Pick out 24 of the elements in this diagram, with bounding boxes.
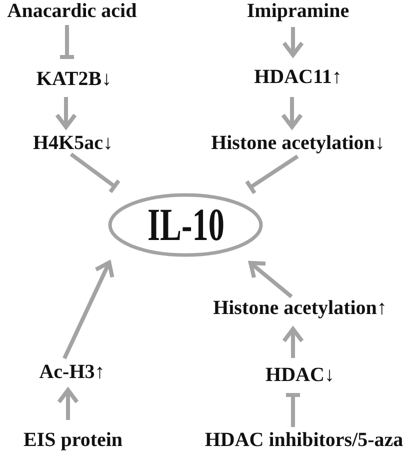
arrow — [57, 388, 79, 420]
node-label: Histone acetylation↑ — [213, 298, 387, 318]
inhibition-line — [284, 393, 302, 427]
node-label: Ac-H3↑ — [39, 362, 105, 382]
inhibition-line — [244, 154, 299, 196]
arrow — [282, 27, 304, 57]
inhibition-line — [70, 152, 121, 194]
node-label: IL-10 — [147, 205, 224, 245]
arrow — [55, 97, 77, 129]
node-label: KAT2B↓ — [36, 69, 112, 89]
node-label: HDAC↓ — [266, 365, 334, 385]
ellipse-node — [108, 193, 263, 257]
node-label: Imipramine — [246, 1, 350, 21]
node-label: H4K5ac↓ — [33, 133, 113, 153]
inhibition-line — [58, 25, 76, 59]
arrow — [248, 260, 293, 298]
node-label: HDAC inhibitors/5-aza — [204, 430, 404, 450]
node-label: Anacardic acid — [7, 1, 137, 21]
arrow — [281, 97, 303, 129]
arrow — [282, 327, 304, 358]
node-label: EIS protein — [23, 430, 123, 450]
arrow — [62, 260, 114, 360]
node-label: Histone acetylation↓ — [211, 133, 385, 153]
node-label: HDAC11↑ — [254, 67, 342, 87]
